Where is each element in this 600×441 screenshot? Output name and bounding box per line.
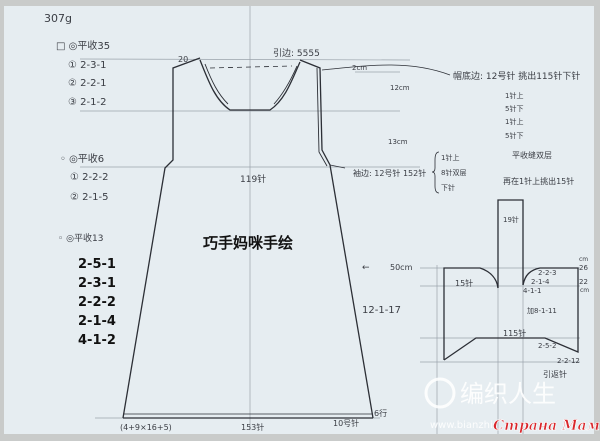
rows-label: 6行 — [374, 408, 387, 418]
hood-step-b: 2-2-12 — [557, 357, 580, 365]
group1-step: ① 2-3-1 — [68, 60, 106, 71]
group2-step: ② 2-1-5 — [70, 192, 108, 203]
bottom-formula: (4+9×16+5) — [120, 423, 172, 432]
dim-2cm: 2cm — [352, 64, 367, 72]
hood-side-stitches: 15针 — [455, 278, 473, 288]
group3-step: 4-1-2 — [78, 333, 116, 348]
hood-edge-row: 5针下 — [505, 131, 523, 140]
dress-outline — [122, 57, 451, 419]
group3-step: 2-1-4 — [78, 314, 116, 329]
needle-size: 10号针 — [333, 418, 359, 428]
short-rows-label: 引返针 — [543, 369, 567, 379]
watermark-ru: Страна Мам — [493, 418, 600, 434]
weight-label: 307g — [44, 12, 72, 25]
hood-edge-note: 平收缝双层 — [512, 150, 552, 160]
stitch-count-119: 119针 — [240, 173, 266, 185]
width-50cm: 50cm — [390, 263, 413, 272]
group3-step: 2-3-1 — [78, 276, 116, 291]
dim-12cm: 12cm — [390, 84, 410, 92]
paper — [4, 6, 594, 434]
hood-step: 4-1-1 — [523, 287, 541, 295]
sleeve-brace-item: 8针双层 — [441, 168, 466, 177]
group3-step: 2-2-2 — [78, 295, 116, 310]
hood-top-stitches: 19针 — [503, 215, 519, 224]
group3-step: 2-5-1 — [78, 257, 116, 272]
hood-edge-row: 1针上 — [505, 117, 523, 126]
cm-unit: cm — [580, 287, 589, 294]
watermark: 编织人生 www.bianzhi Страна Мам — [424, 377, 600, 434]
side-decrease: 12-1-17 — [362, 305, 401, 316]
group2-title: ◦ ◎平收6 — [60, 152, 104, 165]
shoulder-label: 20 — [178, 55, 188, 64]
group3-title: ◦ ◎平收13 — [58, 232, 103, 244]
hood-cm-22: 22 — [579, 278, 588, 286]
arrow-left-icon: ← — [362, 263, 370, 273]
watermark-cn: 编织人生 — [460, 380, 556, 408]
sleeve-brace-item: 1针上 — [441, 153, 459, 162]
diagram-title: 巧手妈咪手绘 — [203, 234, 293, 252]
group1-step: ② 2-2-1 — [68, 78, 106, 89]
group1-title: □ ◎平收35 — [56, 39, 110, 52]
cm-unit: cm — [579, 256, 588, 263]
hood-step-a: 2-5-2 — [538, 342, 556, 350]
sleeve-edge-label: 袖边: 12号针 152针 — [353, 168, 426, 178]
neck-edge-label: 引边: 5555 — [273, 48, 320, 59]
hood-edge-label: 帽底边: 12号针 挑出115针下针 — [453, 70, 580, 82]
hood-base-stitches: 115针 — [503, 328, 526, 338]
brace — [431, 151, 440, 194]
group2-step: ① 2-2-2 — [70, 172, 108, 183]
hood-increase: 加8-1-11 — [527, 306, 557, 315]
watermark-logo-icon — [424, 377, 456, 409]
hood-step: 2-2-3 — [538, 269, 556, 277]
sleeve-brace-item: 下针 — [441, 183, 455, 192]
hood-edge-row: 5针下 — [505, 104, 523, 113]
group1-step: ③ 2-1-2 — [68, 97, 106, 108]
hood-cm-26: 26 — [579, 264, 588, 272]
hood-edge-note: 再在1针上挑出15针 — [503, 176, 574, 186]
hood-step: 2-1-4 — [531, 278, 550, 286]
hood-outline — [443, 199, 579, 361]
watermark-url: www.bianzhi — [430, 420, 493, 431]
dim-13cm: 13cm — [388, 138, 408, 146]
bottom-stitches: 153针 — [241, 422, 264, 432]
hood-edge-row: 1针上 — [505, 91, 523, 100]
